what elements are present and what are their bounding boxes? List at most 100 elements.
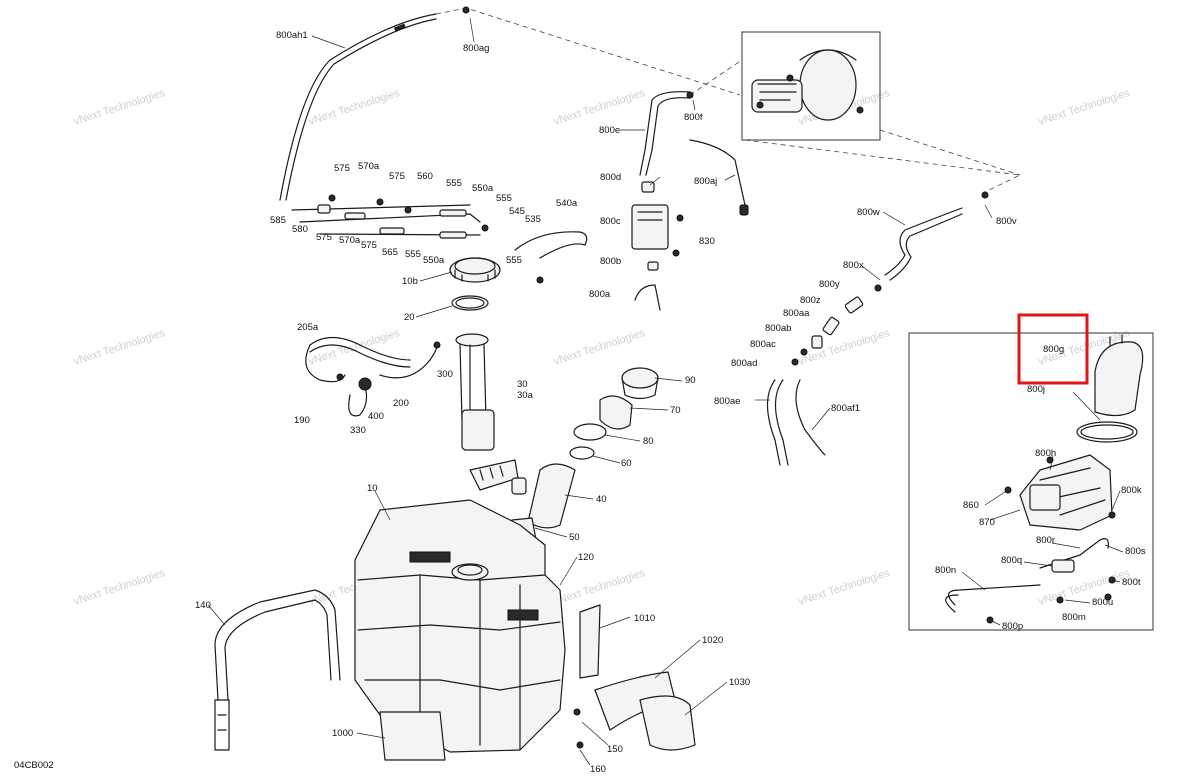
callout-label: 205a [297,322,319,333]
callout-label: 120 [578,552,594,563]
callout-label: 545 [509,206,525,217]
callout-label: 50 [569,532,580,543]
callout-label: 200 [393,398,409,409]
callout-label: 800ae [714,396,740,407]
callout-label: 800w [857,207,880,218]
callout-label: 300 [437,369,453,380]
callout-label: 540a [556,198,578,209]
callout-label: 330 [350,425,366,436]
tank-strap [214,589,341,751]
callout-label: 860 [963,500,979,511]
callout-label: 800c [600,216,621,227]
callout-label: 580 [292,224,308,235]
callout-label: 800u [1092,597,1113,608]
routing-dashed-lines [435,7,1022,193]
watermark: vNext Technologies [72,87,167,128]
callout-label: 575 [334,163,350,174]
callout-label: 555 [496,193,512,204]
callout-label: 800j [1027,384,1045,395]
callout-label: 800aa [783,308,810,319]
callout-label: 870 [979,517,995,528]
callout-label: 800ah1 [276,30,308,41]
callout-label: 575 [316,232,332,243]
callout-label: 800ag [463,43,489,54]
callout-label: 800e [599,125,620,136]
callout-label: 560 [417,171,433,182]
middle-valve-column [631,91,749,311]
callout-label: 800a [589,289,611,300]
callout-label: 570a [339,235,361,246]
callout-label: 800ab [765,323,791,334]
leader-lines [207,17,1124,766]
callout-label: 800g [1043,344,1064,355]
callout-label: 555 [446,178,462,189]
fitting-cluster [291,194,588,284]
fuel-tank [354,499,566,753]
callout-label: 150 [607,744,623,755]
callout-label: 800f [684,112,703,123]
diagram-code: 04CB002 [14,760,54,771]
callout-labels: 800ah1 800ag 575 570a 575 560 555 550a 5… [195,30,1146,775]
callout-label: 800aj [694,176,717,187]
callout-label: 160 [590,764,606,775]
callout-label: 1010 [634,613,655,624]
upper-inset-box [741,31,881,141]
callout-label: 800v [996,216,1017,227]
callout-label: 190 [294,415,310,426]
watermark: vNext Technologies [1037,567,1132,608]
filler-neck-parts [511,367,659,543]
callout-label: 800b [600,256,621,267]
callout-label: 30a [517,390,534,401]
callout-label: 20 [404,312,415,323]
watermark: vNext Technologies [72,327,167,368]
right-hose-chain [766,191,989,466]
heat-shields [379,604,696,761]
watermark: vNext Technologies [552,87,647,128]
callout-label: 800y [819,279,840,290]
watermark: vNext Technologies [72,567,167,608]
callout-label: 140 [195,600,211,611]
callout-label: 30 [517,379,528,390]
callout-label: 800ad [731,358,757,369]
callout-label: 60 [621,458,632,469]
lower-inset-box [908,332,1154,631]
watermark: vNext Technologies [307,87,402,128]
watermark: vNext Technologies [552,567,647,608]
callout-label: 800q [1001,555,1022,566]
watermark: vNext Technologies [552,327,647,368]
callout-label: 585 [270,215,286,226]
callout-label: 550a [423,255,445,266]
callout-label: 10b [402,276,418,287]
callout-label: 800x [843,260,864,271]
callout-label: 570a [358,161,380,172]
callout-label: 40 [596,494,607,505]
vent-hoses-left [305,336,441,417]
callout-label: 800n [935,565,956,576]
callout-label: 800m [1062,612,1086,623]
callout-label: 800k [1121,485,1142,496]
callout-label: 10 [367,483,378,494]
callout-label: 800p [1002,621,1023,632]
callout-label: 800s [1125,546,1146,557]
callout-label: 535 [525,214,541,225]
callout-label: 90 [685,375,696,386]
callout-label: 1030 [729,677,750,688]
callout-label: 800z [800,295,821,306]
callout-label: 565 [382,247,398,258]
callout-label: 80 [643,436,654,447]
watermark: vNext Technologies [797,327,892,368]
callout-label: 1000 [332,728,353,739]
watermark: vNext Technologies [1037,87,1132,128]
watermarks: vNext Technologies vNext Technologies vN… [72,87,1132,608]
watermark: vNext Technologies [307,327,402,368]
callout-label: 70 [670,405,681,416]
callout-label: 800d [600,172,621,183]
lock-ring-and-seal [449,257,501,311]
fuel-pump-assembly [455,333,527,495]
callout-label: 800h [1035,448,1056,459]
callout-label: 800t [1122,577,1141,588]
watermark: vNext Technologies [797,567,892,608]
callout-label: 1020 [702,635,723,646]
highlight-box [1017,313,1089,385]
